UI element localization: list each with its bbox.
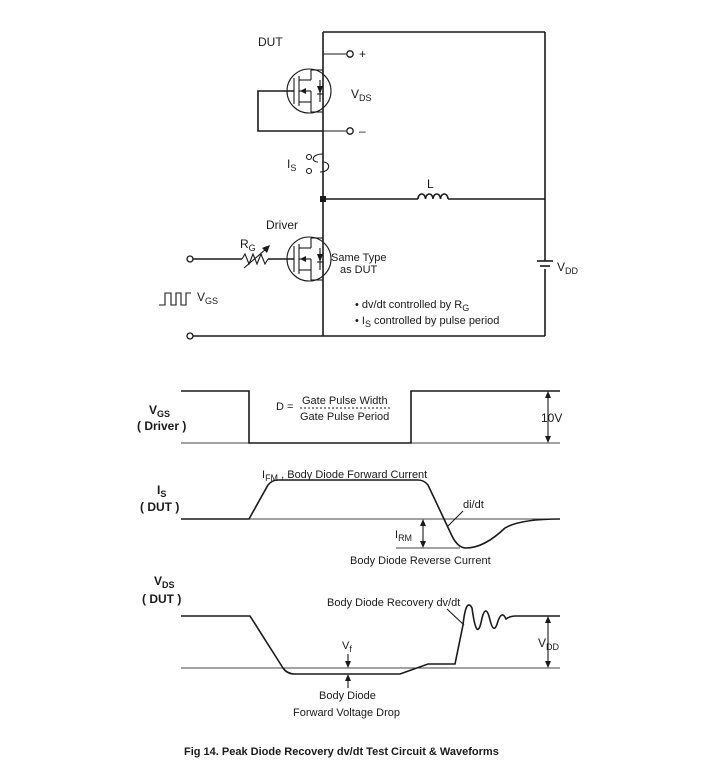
junction-node bbox=[320, 196, 326, 202]
vgs-pulse-symbol bbox=[159, 292, 191, 306]
plus-sign: + bbox=[359, 47, 366, 61]
irm-arrow-top bbox=[420, 519, 426, 526]
amplitude-arrow-top bbox=[545, 391, 551, 398]
vgs-driver-sublabel: ( Driver ) bbox=[137, 419, 186, 433]
vds-plus-terminal bbox=[346, 50, 354, 58]
inductor-coil bbox=[417, 193, 449, 200]
duty-prefix: D = bbox=[276, 401, 293, 413]
vdd-arrow-top bbox=[545, 616, 551, 623]
didt-pointer bbox=[447, 510, 464, 527]
didt-label: di/dt bbox=[463, 499, 484, 511]
vgs-trace bbox=[181, 390, 560, 444]
rg-label: RG bbox=[240, 237, 256, 253]
vf-arrow-bottom bbox=[345, 674, 351, 681]
dut-mosfet-symbol bbox=[286, 68, 332, 114]
note-is: • IS controlled by pulse period bbox=[355, 315, 499, 329]
vds-waveform-panel: VDS ( DUT ) Body Diode Recovery dv/dt Vf… bbox=[142, 574, 560, 719]
is-dut-sublabel: ( DUT ) bbox=[140, 500, 179, 514]
rg-variable-arrow-head bbox=[262, 245, 270, 253]
vds-minus-terminal bbox=[346, 127, 354, 135]
amplitude-arrow-bottom bbox=[545, 436, 551, 443]
dut-label: DUT bbox=[258, 35, 283, 49]
duty-numerator: Gate Pulse Width bbox=[302, 395, 388, 407]
recovery-label: Body Diode Recovery dv/dt bbox=[327, 597, 460, 609]
is-dut-label: IS bbox=[157, 483, 166, 499]
is-trace bbox=[181, 479, 561, 549]
rg-variable-arrow-shaft bbox=[243, 248, 267, 269]
driver-label: Driver bbox=[266, 218, 298, 232]
vds-dut-sublabel: ( DUT ) bbox=[142, 592, 181, 606]
same-type-line1: Same Type bbox=[331, 252, 386, 264]
note-dvdt: • dv/dt controlled by RG bbox=[355, 299, 469, 313]
recovery-pointer bbox=[446, 608, 465, 626]
same-type-line2: as DUT bbox=[340, 264, 378, 276]
current-sense-loop bbox=[305, 153, 330, 175]
vgs-source-label: VGS bbox=[197, 290, 218, 306]
duty-denominator: Gate Pulse Period bbox=[300, 411, 389, 423]
vdd-wave-label: VDD bbox=[538, 636, 560, 652]
test-circuit: + – VDS DUT IS bbox=[159, 31, 579, 340]
ifm-label: IFM , Body Diode Forward Current bbox=[262, 469, 427, 483]
gate-input-terminal bbox=[186, 255, 194, 263]
minus-sign: – bbox=[359, 124, 366, 138]
irm-arrow-bottom bbox=[420, 541, 426, 548]
vgs-waveform-panel: VGS ( Driver ) D = Gate Pulse Width Gate… bbox=[137, 390, 562, 444]
is-waveform-panel: IS ( DUT ) IFM , Body Diode Forward Curr… bbox=[140, 469, 561, 567]
irm-label: IRM bbox=[395, 529, 412, 543]
vf-arrow-top bbox=[345, 661, 351, 668]
reverse-current-label: Body Diode Reverse Current bbox=[350, 555, 491, 567]
ground-input-terminal bbox=[186, 332, 194, 340]
vdd-arrow-bottom bbox=[545, 661, 551, 668]
vf-label: Vf bbox=[342, 640, 352, 654]
forward-drop-label: Forward Voltage Drop bbox=[293, 707, 400, 719]
vds-trace bbox=[181, 604, 560, 675]
body-diode-label: Body Diode bbox=[319, 690, 376, 702]
inductor-label: L bbox=[427, 177, 434, 191]
is-sense-label: IS bbox=[287, 157, 296, 173]
amplitude-label: 10V bbox=[541, 411, 562, 425]
vds-label: VDS bbox=[351, 87, 372, 103]
vdd-supply-label: VDD bbox=[557, 260, 579, 276]
vgs-driver-label: VGS bbox=[149, 403, 170, 419]
figure-caption: Fig 14. Peak Diode Recovery dv/dt Test C… bbox=[184, 746, 499, 758]
dut-gate-short bbox=[257, 90, 323, 132]
vds-dut-label: VDS bbox=[154, 574, 175, 590]
